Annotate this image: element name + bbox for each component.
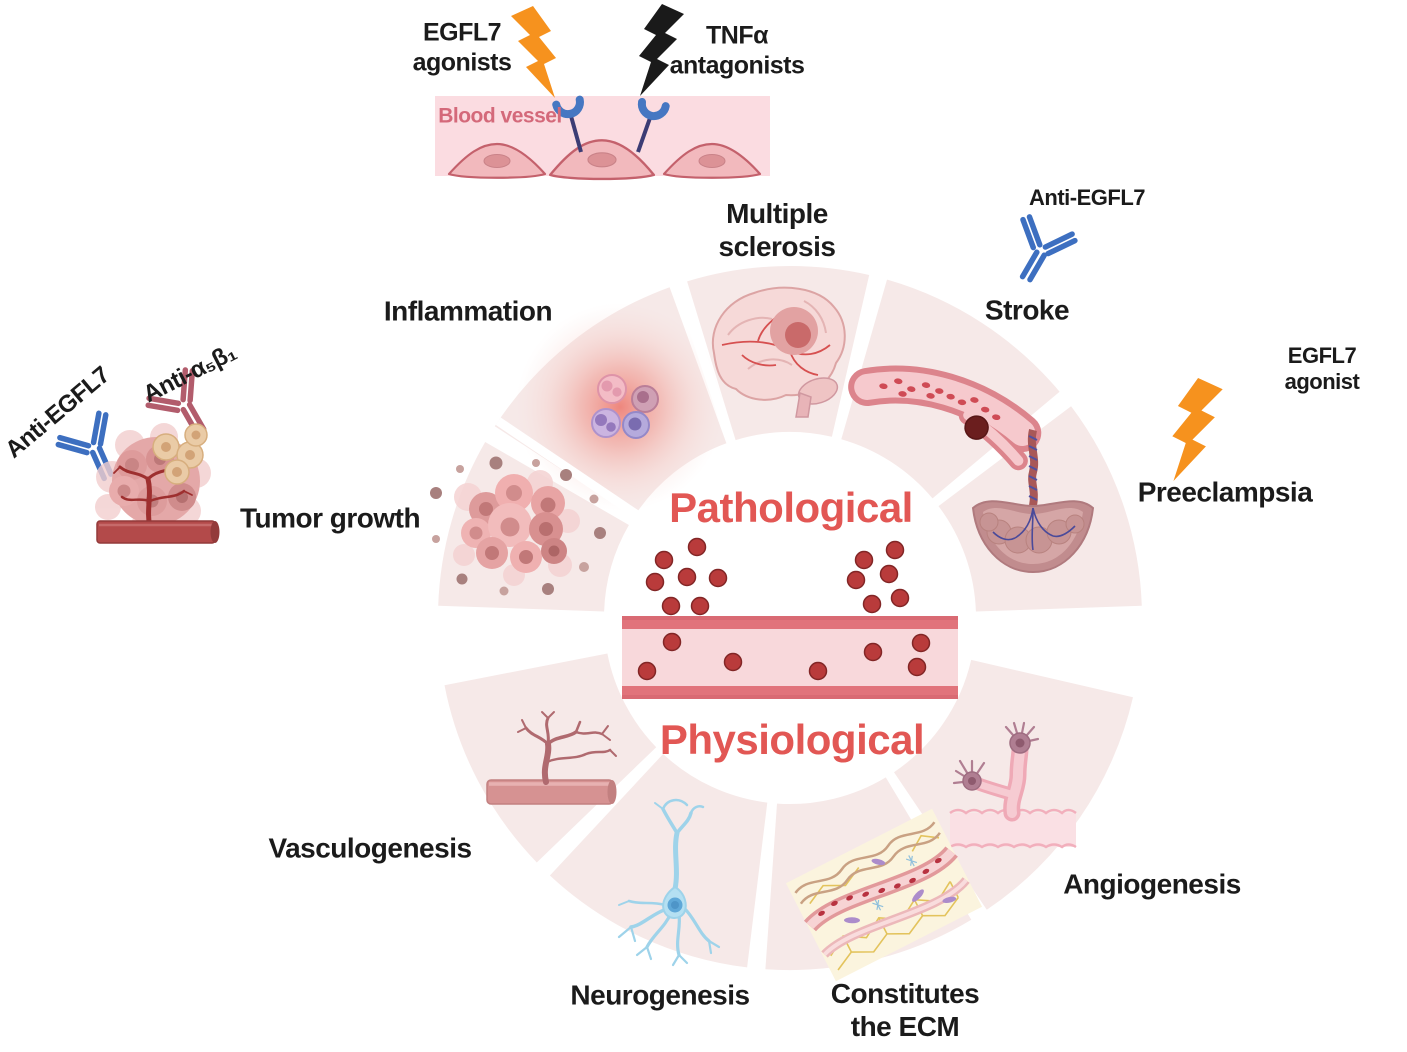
egfl7-receptors <box>552 95 670 153</box>
pathological-heading: Pathological <box>669 484 913 532</box>
endothelial-cells <box>447 139 762 181</box>
ecm-illustration <box>785 808 983 982</box>
egfl7-molecule-dots <box>637 537 931 681</box>
anti-egfl7-right-label: Anti-EGFL7 <box>1029 185 1146 211</box>
egfl7-agonist-bolt-top-icon <box>511 6 556 98</box>
placenta-illustration <box>971 429 1095 574</box>
egfl7-agonist-bolt-right-icon <box>1172 378 1223 482</box>
tumor-growth-label: Tumor growth <box>239 502 421 534</box>
segment-neurogenesis <box>549 754 768 968</box>
inflammation-glow <box>516 303 724 511</box>
inflammation-label: Inflammation <box>383 295 553 327</box>
vasculogenesis-label: Vasculogenesis <box>268 832 472 864</box>
inflammation-cells-illustration <box>591 374 659 439</box>
segment-vasculogenesis <box>444 653 657 863</box>
egfl7-agonist-right-label: EGFL7 agonist <box>1284 343 1360 394</box>
neurogenesis-label: Neurogenesis <box>570 979 750 1011</box>
central-vessel-illustration <box>622 616 958 699</box>
stroke-label: Stroke <box>984 294 1070 326</box>
tumor-cluster-illustration <box>430 456 606 596</box>
tnfa-antagonists-label: TNFα antagonists <box>669 21 805 80</box>
blood-vessel-panel <box>435 95 770 181</box>
multiple-sclerosis-label: Multiple sclerosis <box>718 197 836 262</box>
tumor-growth-illustration <box>95 423 220 544</box>
segment-dividers <box>495 282 748 541</box>
brain-illustration <box>711 286 846 418</box>
angiogenesis-label: Angiogenesis <box>1063 868 1241 900</box>
anti-egfl7-antibody-right-icon <box>1003 215 1077 290</box>
preeclampsia-label: Preeclampsia <box>1137 476 1313 508</box>
constitutes-ecm-label: Constitutes the ECM <box>830 977 980 1042</box>
stroke-vessel-illustration <box>848 365 1042 471</box>
blood-vessel-label: Blood vessel <box>438 104 562 128</box>
vasculogenesis-illustration <box>486 711 617 805</box>
neuron-illustration <box>617 798 721 967</box>
egfl7-agonists-label: EGFL7 agonists <box>412 18 512 77</box>
physiological-heading: Physiological <box>659 716 925 764</box>
angiogenesis-illustration <box>949 721 1077 849</box>
